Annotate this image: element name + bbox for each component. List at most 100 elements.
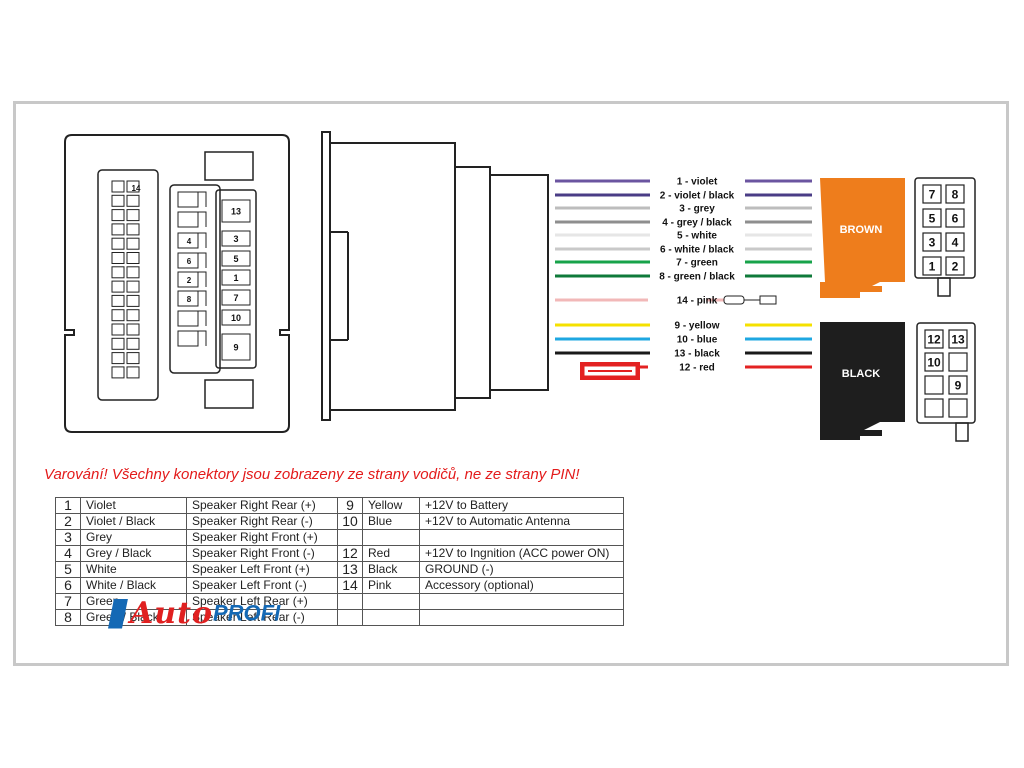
black-pin-cell — [948, 352, 968, 372]
pin-label: 9 — [233, 343, 238, 353]
pin-cell — [111, 337, 125, 350]
brown-pin-label: 6 — [952, 212, 959, 226]
brown-pin-label: 8 — [952, 188, 959, 202]
table-cell: Grey — [80, 529, 187, 546]
table-cell: 9 — [337, 497, 363, 514]
pin-label: 4 — [187, 237, 192, 246]
pin-cell — [177, 271, 207, 288]
pin-cell — [177, 232, 207, 249]
table-cell: Speaker Right Front (-) — [186, 545, 338, 562]
brown-pin-label: 7 — [929, 188, 936, 202]
pin-label: 14 — [132, 184, 141, 193]
table-cell: Pink — [362, 577, 420, 594]
table-cell — [419, 593, 624, 610]
brown-pin-label: 1 — [929, 260, 936, 274]
pin-cell — [126, 309, 140, 322]
fuse-icon — [580, 362, 640, 380]
table-cell — [337, 593, 363, 610]
black-pin-cell — [924, 375, 944, 395]
logo-profi-text: PROFI — [212, 600, 281, 626]
pin-cell — [126, 337, 140, 350]
pin-cell — [126, 352, 140, 365]
pin-cell — [111, 194, 125, 207]
brown-pin-cell — [922, 184, 942, 204]
black-plug: BLACK — [820, 322, 905, 440]
pin-cell — [221, 199, 251, 223]
pin-cell — [177, 310, 207, 327]
pin-cell — [111, 252, 125, 264]
pin-cell — [111, 209, 125, 222]
wire-bundle — [555, 179, 812, 369]
pin-cell — [126, 280, 140, 293]
black-pin-cell — [924, 398, 944, 418]
brown-pin-label: 3 — [929, 236, 936, 250]
pin-cell — [126, 223, 140, 236]
table-cell: +12V to Ingnition (ACC power ON) — [419, 545, 624, 562]
table-cell — [419, 529, 624, 546]
black-pin-cell — [948, 375, 968, 395]
table-cell: 14 — [337, 577, 363, 594]
table-cell: Green — [80, 593, 187, 610]
table-cell — [362, 609, 420, 626]
table-cell: Yellow — [362, 497, 420, 514]
pin-cell — [126, 294, 140, 307]
brown-pin-cell — [945, 256, 965, 276]
pin-cell — [126, 209, 140, 222]
pin-cell — [126, 366, 140, 379]
logo-auto-text: Auto — [130, 596, 213, 631]
pin-cell — [126, 252, 140, 264]
pin-cell — [126, 237, 140, 250]
wire-label: 3 - grey — [679, 204, 715, 215]
pin-cell — [111, 366, 125, 379]
pin-label: 8 — [187, 295, 192, 304]
pin-cell — [221, 289, 251, 306]
pin-cell — [111, 323, 125, 336]
pin-cell — [111, 180, 125, 193]
pin-label: 2 — [187, 276, 192, 285]
table-cell: White / Black — [80, 577, 187, 594]
table-cell: 7 — [55, 593, 81, 610]
table-cell: 3 — [55, 529, 81, 546]
pin-cell — [221, 230, 251, 247]
table-cell: Violet — [80, 497, 187, 514]
pin-cell — [177, 252, 207, 269]
connector-pin-grid-a: 14 — [111, 180, 141, 379]
pin-label: 10 — [231, 313, 241, 323]
connector-side-view — [321, 131, 549, 421]
table-cell: +12V to Battery — [419, 497, 624, 514]
brown-pin-cell — [945, 208, 965, 228]
table-cell: 12 — [337, 545, 363, 562]
black-pin-label: 13 — [951, 333, 965, 347]
warning-text: Varování! Všechny konektory jsou zobraze… — [44, 466, 580, 483]
table-cell: Green / Black — [80, 609, 187, 626]
table-cell: Accessory (optional) — [419, 577, 624, 594]
table-cell: Speaker Left Front (+) — [186, 561, 338, 578]
pin-cell — [111, 309, 125, 322]
pin-cell — [126, 194, 140, 207]
pin-cell — [177, 211, 207, 228]
pin-cell — [221, 333, 251, 361]
brown-pin-label: 5 — [929, 212, 936, 226]
brown-pin-block — [914, 177, 976, 297]
brown-pin-cell — [922, 208, 942, 228]
pin-cell — [111, 294, 125, 307]
table-cell: Speaker Right Rear (-) — [186, 513, 338, 530]
pin-cell — [111, 223, 125, 236]
pin-cell — [221, 250, 251, 267]
table-cell — [419, 609, 624, 626]
table-cell: GROUND (-) — [419, 561, 624, 578]
pin-cell — [221, 269, 251, 286]
